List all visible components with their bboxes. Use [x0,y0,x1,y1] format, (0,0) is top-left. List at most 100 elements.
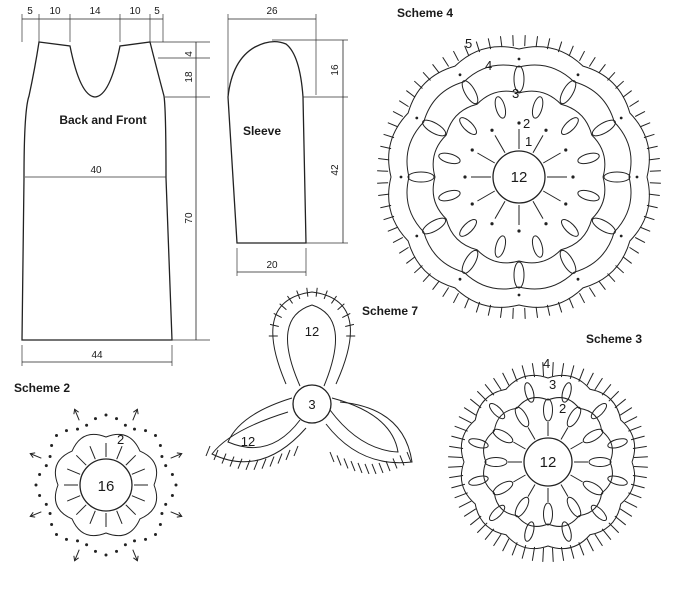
picot-mark [632,474,647,479]
picot-mark [629,246,640,254]
stitch-mark [560,484,569,497]
arrow-stem [170,511,182,517]
picot-mark [229,456,235,467]
dim-neck: 14 [89,6,101,17]
picot-mark [615,80,625,89]
chain-dot [44,502,48,506]
cluster-mark [468,438,489,449]
chain-dot [490,128,494,132]
chain-dot [635,175,639,179]
picot-mark [331,295,337,304]
picot-mark [499,306,503,318]
picot-mark [622,90,632,98]
petal-top-outer [272,291,351,385]
picot-mark [643,133,655,139]
arrow-stem [170,453,182,459]
cluster-mark [422,119,447,137]
chain-dot [50,523,54,527]
arrow-stem [74,409,80,421]
stitch-mark [570,474,583,483]
chain-dot [517,57,521,61]
picot-mark [378,193,390,197]
dim-shoulder-left: 10 [49,6,61,17]
chain-dot [619,116,623,120]
cluster-mark [543,502,553,526]
sleeve-outline [227,40,307,244]
picot-mark [306,287,309,297]
cluster-mark [531,96,544,119]
picot-mark [578,368,585,382]
stitch-mark [67,495,81,502]
stitch-mark [131,468,145,475]
picot-mark [458,500,472,508]
scheme-3-center-ring [523,437,573,487]
picot-mark [476,522,488,534]
cluster-mark [577,152,600,165]
chain-dot [50,443,54,447]
picot-mark [383,215,395,221]
scheme-4-chart: Scheme 4 12 1 2 3 4 5 [377,6,661,319]
cluster-mark [561,219,579,237]
scheme-7-title: Scheme 7 [362,304,418,318]
picot-mark [463,508,477,517]
dim-side-left: 5 [27,6,33,17]
picot-mark [442,287,450,298]
round-4-scallops [460,374,636,550]
arrow-stem [30,453,42,459]
cluster-mark [492,428,514,444]
cluster-mark [582,428,604,444]
chain-dot [76,539,80,543]
picot-mark [633,456,648,458]
cluster-mark [494,235,507,258]
picot-mark [245,459,251,471]
petal-left-inner [227,397,301,449]
scheme-3-round-3: 3 [549,377,556,392]
chain-dot [85,543,89,547]
picot-mark [452,292,459,304]
stitch-mark [494,200,506,219]
cluster-mark [438,189,461,202]
chain-dot [55,434,59,438]
picot-mark [285,449,291,461]
picot-mark [535,36,539,48]
scheme-4-round-1: 1 [525,134,532,149]
chain-dot [564,202,568,206]
petal-top-inner [287,304,336,387]
cluster-mark [561,117,579,135]
chain-dot [517,293,521,297]
chain-dot [144,429,148,433]
scheme-4-round-5: 5 [465,36,472,51]
picot-mark [413,80,423,89]
stitch-mark [89,446,96,460]
picot-mark [406,451,412,463]
chain-dot [115,549,119,553]
picot-mark [399,455,405,466]
picot-mark [552,362,554,377]
picot-mark [392,237,404,244]
picot-mark [387,226,399,232]
cluster-mark [559,80,577,105]
picot-mark [568,45,574,57]
stitch-mark [570,441,583,450]
stitch-mark [527,484,536,497]
back-front-outline [21,41,173,341]
picot-mark [449,445,464,450]
chain-dot [415,234,419,238]
arrow-icon [176,512,183,518]
cluster-mark [407,171,435,183]
stitch-mark [89,510,96,524]
scheme-4-round-3: 3 [512,86,519,101]
scheme-4-center-ring [492,150,546,204]
picot-mark [398,246,409,254]
scheme-2-center-ring [79,458,133,512]
dim-shoulder-drop: 4 [184,51,195,57]
picot-mark [336,455,342,466]
picot-mark [546,38,551,50]
cluster-mark [561,382,572,403]
picot-mark [607,71,616,81]
picot-mark [588,56,596,67]
picot-mark [406,256,416,264]
cluster-mark [494,96,507,119]
arrow-stem [74,549,80,561]
